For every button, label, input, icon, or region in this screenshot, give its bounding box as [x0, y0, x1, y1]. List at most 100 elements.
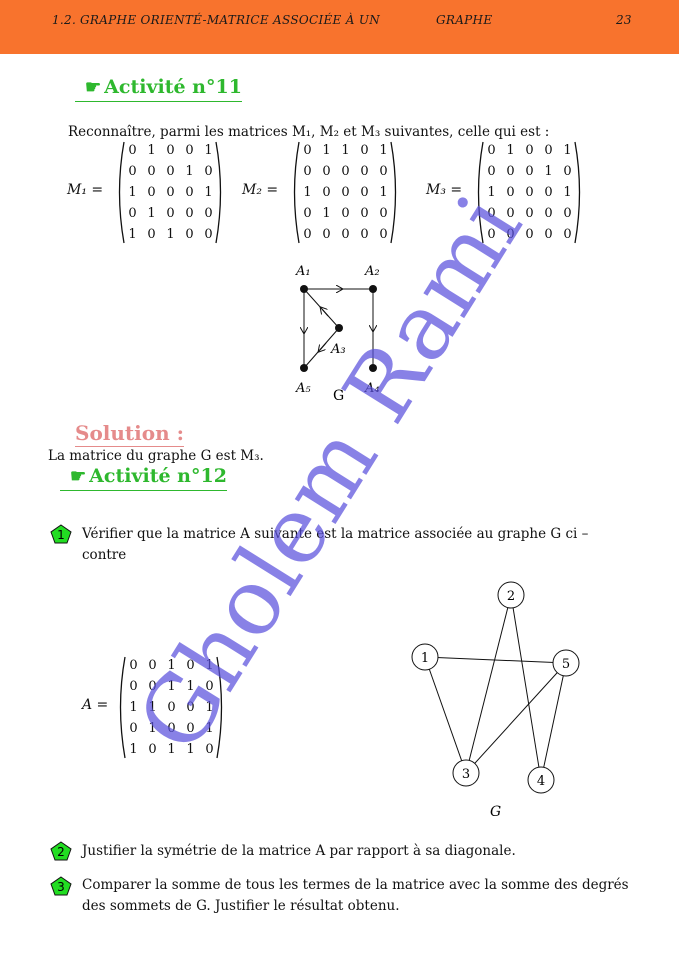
question-3-text-line2: des sommets de G. Justifier le résultat … [82, 898, 400, 914]
edge-2-4 [510, 594, 542, 781]
solution-title: Solution : [75, 421, 184, 447]
matrix-cell: 0 [185, 143, 194, 158]
matrix-cell: 0 [147, 227, 156, 242]
matrix-cell: 1 [563, 143, 572, 158]
vertex-3 [452, 759, 480, 787]
chapter-title-end: GRAPHE [436, 13, 493, 27]
arrow-icon [320, 342, 327, 350]
graph-caption: G [333, 388, 344, 404]
question-2-badge: 2 [50, 841, 72, 861]
matrix-cell: 0 [487, 206, 496, 221]
matrix-cell: 1 [205, 658, 214, 673]
question-3-badge: 3 [50, 876, 72, 896]
matrix-cell: 0 [544, 143, 553, 158]
matrix-cell: 0 [341, 164, 350, 179]
edge-1-5 [424, 656, 567, 664]
matrix-cell: 0 [186, 658, 195, 673]
matrix-cell: 0 [167, 721, 176, 736]
question-1-text-line2: contre [82, 547, 127, 563]
matrix-cell: 0 [148, 679, 157, 694]
matrix-cell: 0 [525, 185, 534, 200]
matrix-m1-label: M₁ = [67, 182, 104, 198]
vertex-label-5: 5 [562, 657, 570, 672]
matrix-cell: 0 [360, 143, 369, 158]
svg-text:3: 3 [57, 880, 65, 894]
edge-2-3 [465, 594, 512, 774]
matrix-cell: 0 [185, 206, 194, 221]
matrix-cell: 0 [147, 185, 156, 200]
vertex-label-4: 4 [537, 774, 545, 789]
matrix-cell: 0 [185, 227, 194, 242]
vertex-4 [527, 766, 555, 794]
matrix-cell: 0 [129, 658, 138, 673]
matrix-cell: 0 [360, 206, 369, 221]
vertex-5 [552, 649, 580, 677]
pointing-hand-icon: ☛ [85, 77, 102, 98]
vertex-label-3: 3 [462, 767, 470, 782]
matrix-cell: 1 [204, 143, 213, 158]
matrix-m3-label: M₃ = [426, 182, 463, 198]
matrix-cell: 1 [487, 185, 496, 200]
page-header: 1.2. GRAPHE ORIENTÉ-MATRICE ASSOCIÉE À U… [0, 0, 679, 54]
matrix-cell: 0 [487, 227, 496, 242]
vertex-a2 [369, 285, 377, 293]
vertex-a3 [335, 324, 343, 332]
vertex-label-a5: A₅ [295, 381, 311, 396]
matrix-cell: 0 [166, 185, 175, 200]
matrix-cell: 0 [322, 185, 331, 200]
vertex-1 [411, 643, 439, 671]
svg-text:1: 1 [57, 528, 65, 542]
matrix-cell: 1 [506, 143, 515, 158]
matrix-cell: 0 [303, 164, 312, 179]
matrix-brackets [477, 141, 581, 244]
matrix-cell: 1 [128, 185, 137, 200]
matrix-m2-label: M₂ = [242, 182, 279, 198]
vertex-label-1: 1 [421, 651, 429, 666]
matrix-cell: 1 [147, 143, 156, 158]
edge-a3-a1 [303, 288, 340, 329]
question-1-badge: 1 [50, 524, 72, 544]
matrix-cell: 0 [322, 227, 331, 242]
matrix-brackets [119, 656, 223, 759]
vertex-a5 [300, 364, 308, 372]
matrix-cell: 0 [166, 206, 175, 221]
activity-12-title: ☛Activité n°12 [60, 465, 227, 491]
matrix-cell: 0 [185, 185, 194, 200]
matrix-cell: 0 [129, 679, 138, 694]
matrix-cell: 1 [563, 185, 572, 200]
section-number: 1.2. [52, 13, 77, 27]
chapter-title: GRAPHE ORIENTÉ-MATRICE ASSOCIÉE À UN [80, 13, 381, 27]
matrix-cell: 0 [506, 164, 515, 179]
vertex-a4 [369, 364, 377, 372]
matrix-cell: 1 [167, 679, 176, 694]
matrix-cell: 0 [148, 742, 157, 757]
vertex-label-a3: A₃ [330, 342, 346, 357]
edge-1-3 [424, 656, 467, 774]
matrix-cell: 1 [379, 185, 388, 200]
matrix-cell: 1 [322, 206, 331, 221]
matrix-cell: 1 [148, 721, 157, 736]
matrix-cell: 0 [166, 143, 175, 158]
matrix-cell: 1 [322, 143, 331, 158]
matrix-cell: 0 [186, 700, 195, 715]
matrix-cell: 0 [341, 227, 350, 242]
matrix-brackets [293, 141, 397, 244]
matrix-cell: 0 [204, 164, 213, 179]
matrix-cell: 0 [544, 185, 553, 200]
matrix-brackets [118, 141, 222, 244]
arrow-icon [322, 309, 329, 317]
